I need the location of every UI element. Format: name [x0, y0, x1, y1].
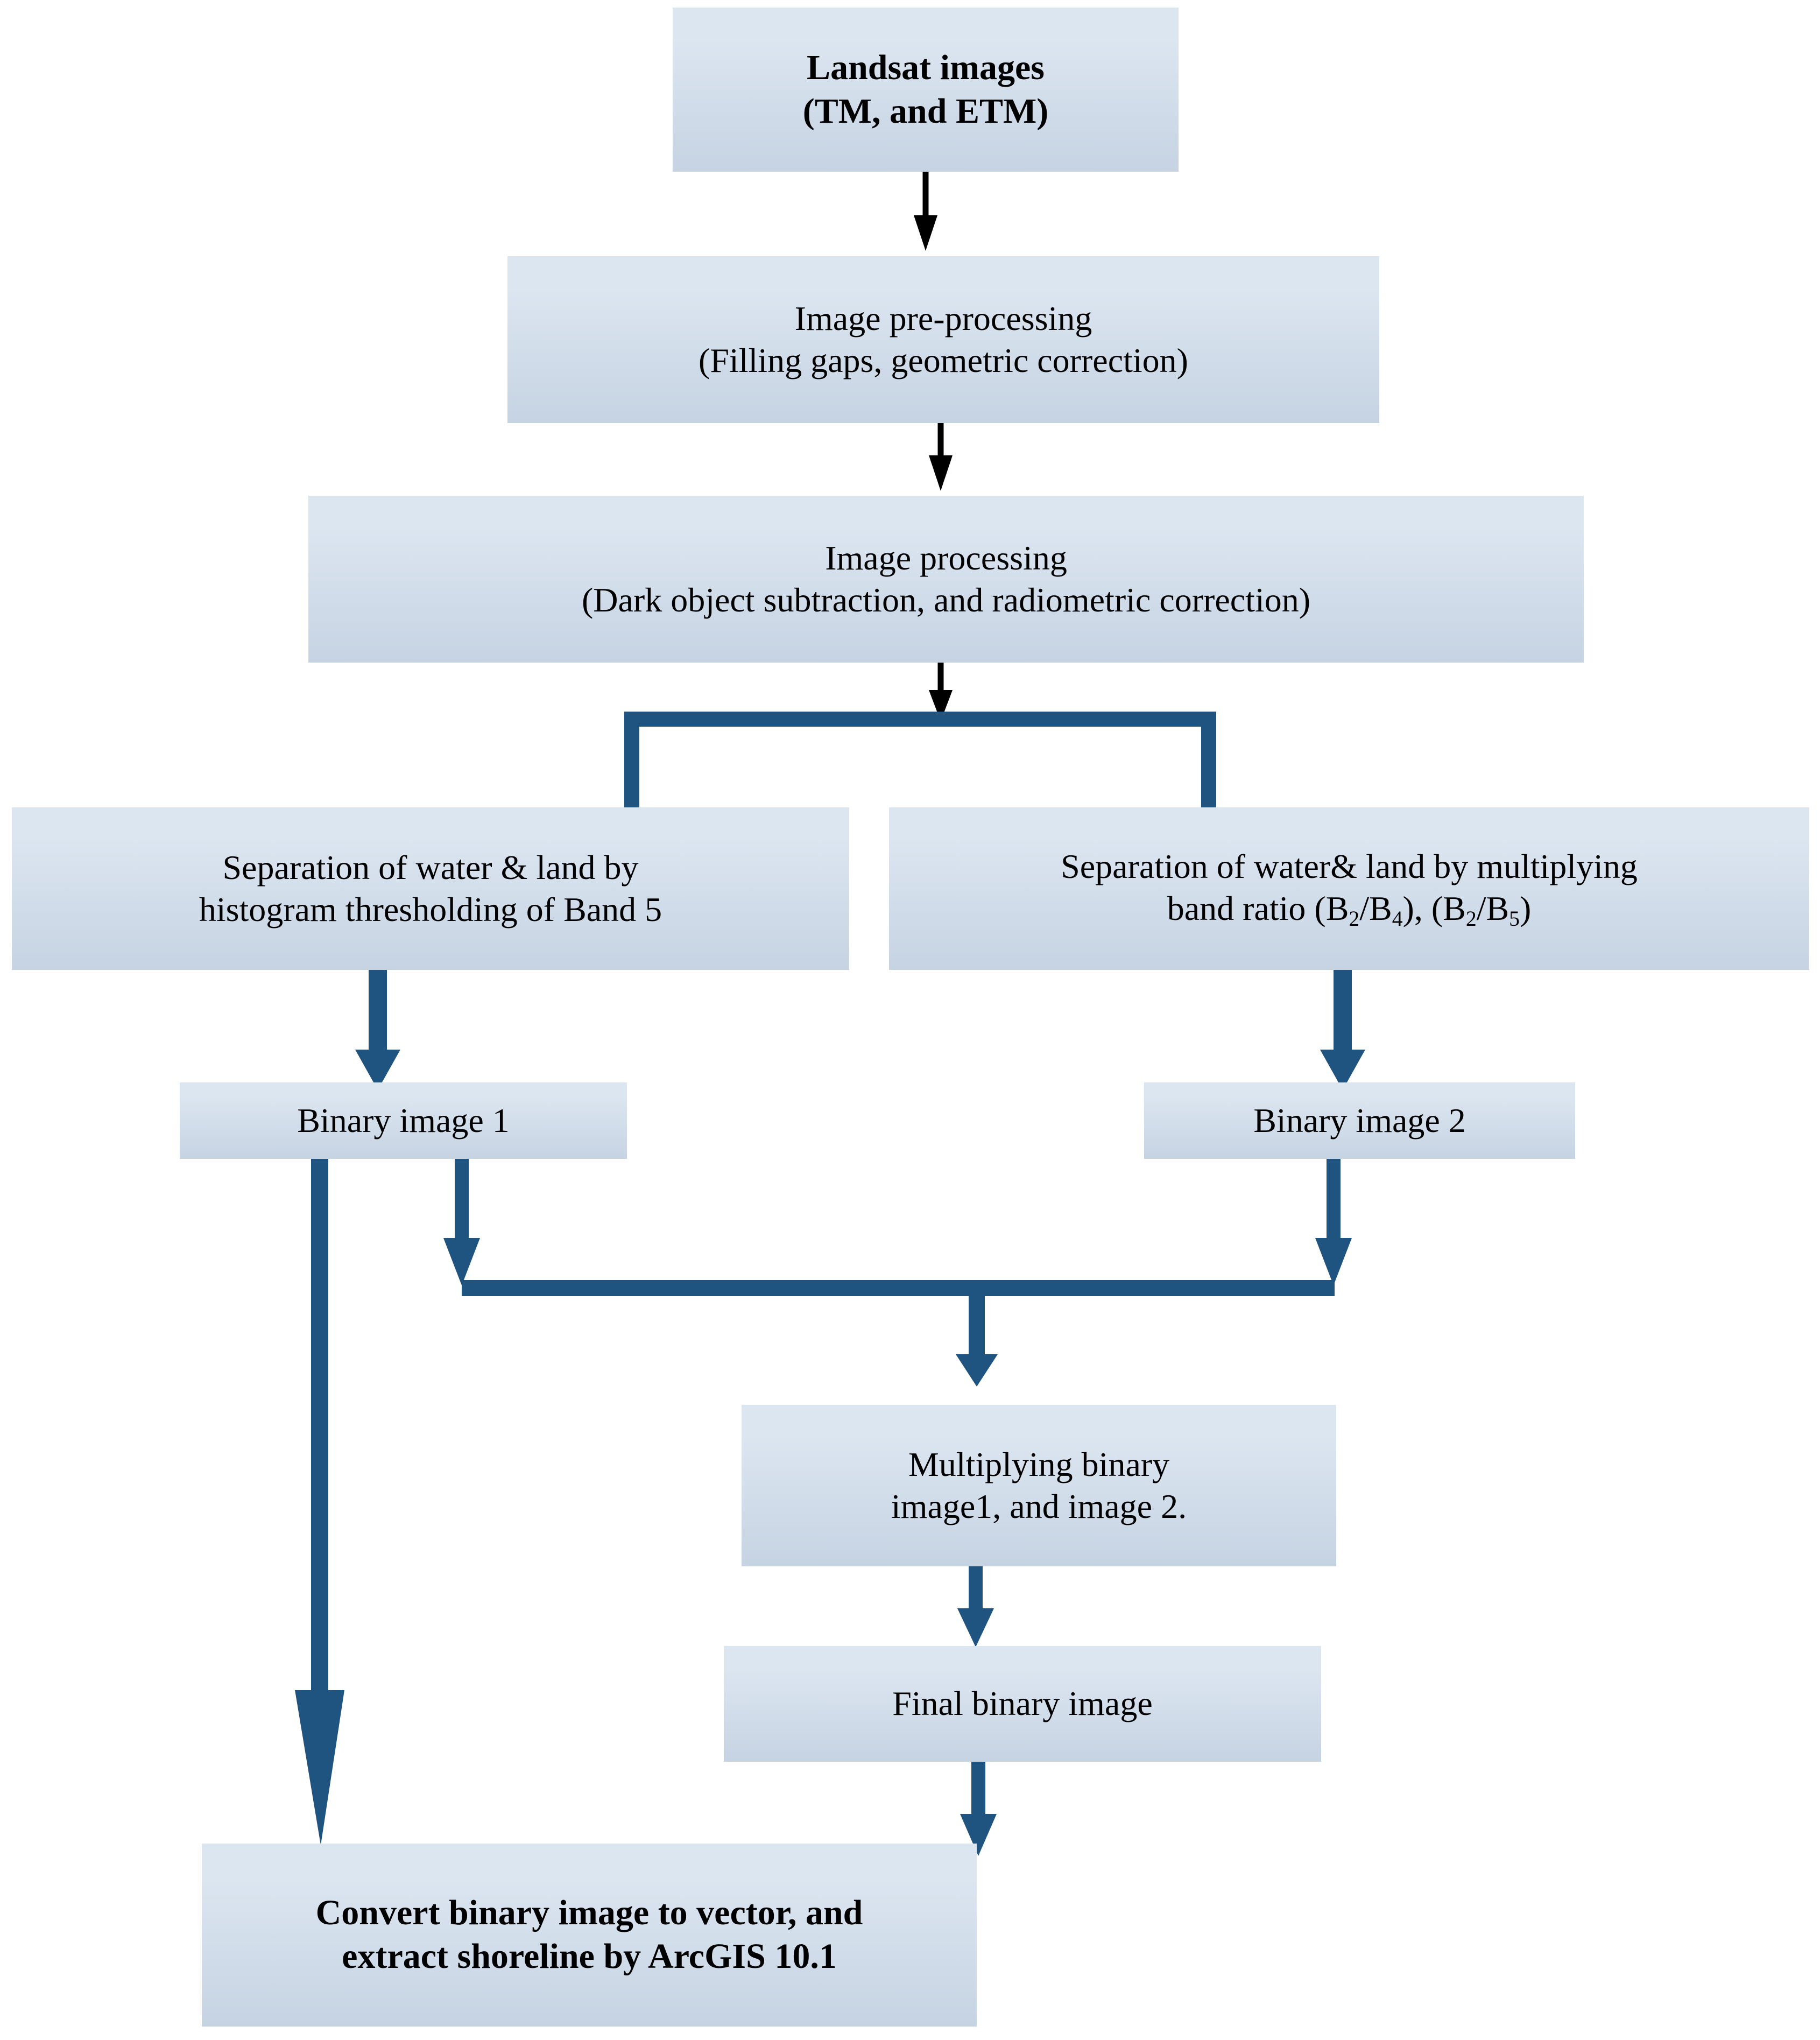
edge-processing-to-split	[929, 661, 953, 721]
br-mid3: /B	[1476, 889, 1509, 927]
node-convert-to-vector-text: Convert binary image to vector, and extr…	[202, 1891, 977, 1978]
node-multiplying-binary-images-text: Multiplying binary image1, and image 2.	[742, 1444, 1336, 1528]
node-convert-to-vector[interactable]: Convert binary image to vector, and extr…	[202, 1844, 977, 2027]
node-binary-image-2-label: Binary image 2	[1253, 1101, 1466, 1139]
node-final-binary-image[interactable]: Final binary image	[724, 1646, 1321, 1762]
br-mid2: ), (B	[1402, 889, 1466, 927]
node-binary-image-1-label: Binary image 1	[297, 1101, 510, 1139]
node-separation-band-ratio-line1: Separation of water& land by multiplying	[1061, 847, 1638, 885]
node-binary-image-1[interactable]: Binary image 1	[180, 1082, 627, 1159]
node-separation-histogram-text: Separation of water & land by histogram …	[12, 847, 849, 931]
edge-landsat-to-preprocessing	[914, 171, 937, 251]
node-image-preprocessing[interactable]: Image pre-processing (Filling gaps, geom…	[507, 256, 1379, 423]
node-multiplying-binary-images[interactable]: Multiplying binary image1, and image 2.	[742, 1405, 1336, 1566]
node-image-preprocessing-line1: Image pre-processing	[794, 299, 1092, 337]
node-convert-to-vector-line2: extract shoreline by ArcGIS 10.1	[342, 1937, 837, 1976]
br-sub2: 4	[1392, 906, 1403, 931]
node-landsat-images[interactable]: Landsat images (TM, and ETM)	[673, 8, 1179, 172]
node-separation-histogram-line2: histogram thresholding of Band 5	[199, 890, 662, 928]
node-landsat-images-line2: (TM, and ETM)	[802, 91, 1049, 131]
node-binary-image-2[interactable]: Binary image 2	[1144, 1082, 1575, 1159]
edge-binary1-to-merge	[443, 1156, 480, 1285]
node-final-binary-image-label: Final binary image	[892, 1684, 1153, 1723]
edge-merge-bar	[462, 1280, 1335, 1296]
edge-merge-to-multiplying	[956, 1280, 998, 1387]
node-image-processing-line2: (Dark object subtraction, and radiometri…	[581, 581, 1311, 619]
br-mid1: /B	[1359, 889, 1392, 927]
br-sub3: 2	[1465, 906, 1477, 931]
node-separation-histogram[interactable]: Separation of water & land by histogram …	[12, 807, 849, 970]
edge-split-bar	[624, 712, 1216, 727]
edge-sep-histogram-to-binary1	[355, 969, 400, 1090]
br-prefix: band ratio (B	[1167, 889, 1349, 927]
br-sub1: 2	[1349, 906, 1360, 931]
node-image-processing-text: Image processing (Dark object subtractio…	[308, 537, 1584, 621]
node-landsat-images-text: Landsat images (TM, and ETM)	[673, 46, 1179, 133]
edge-binary2-to-merge	[1315, 1156, 1352, 1285]
node-convert-to-vector-line1: Convert binary image to vector, and	[315, 1893, 863, 1933]
node-image-preprocessing-text: Image pre-processing (Filling gaps, geom…	[507, 298, 1379, 382]
node-image-processing[interactable]: Image processing (Dark object subtractio…	[308, 496, 1584, 663]
node-multiplying-line1: Multiplying binary	[908, 1445, 1170, 1483]
node-image-preprocessing-line2: (Filling gaps, geometric correction)	[699, 341, 1188, 379]
edge-preprocessing-to-processing	[929, 423, 953, 491]
node-multiplying-line2: image1, and image 2.	[891, 1487, 1187, 1525]
node-separation-band-ratio-text: Separation of water& land by multiplying…	[889, 846, 1809, 932]
edge-sep-bandratio-to-binary2	[1320, 969, 1365, 1090]
node-landsat-images-line1: Landsat images	[807, 47, 1045, 87]
node-separation-band-ratio[interactable]: Separation of water& land by multiplying…	[889, 807, 1809, 970]
br-sub4: 5	[1509, 906, 1520, 931]
br-suffix: )	[1520, 889, 1532, 927]
edge-binary1-to-convert-vector	[295, 1156, 344, 1845]
node-image-processing-line1: Image processing	[825, 538, 1067, 577]
node-separation-histogram-line1: Separation of water & land by	[222, 848, 639, 887]
edge-final-binary-to-convert-vector	[960, 1759, 997, 1856]
node-separation-band-ratio-line2: band ratio (B2/B4), (B2/B5)	[897, 888, 1802, 932]
edge-multiplying-to-final-binary	[957, 1561, 994, 1647]
